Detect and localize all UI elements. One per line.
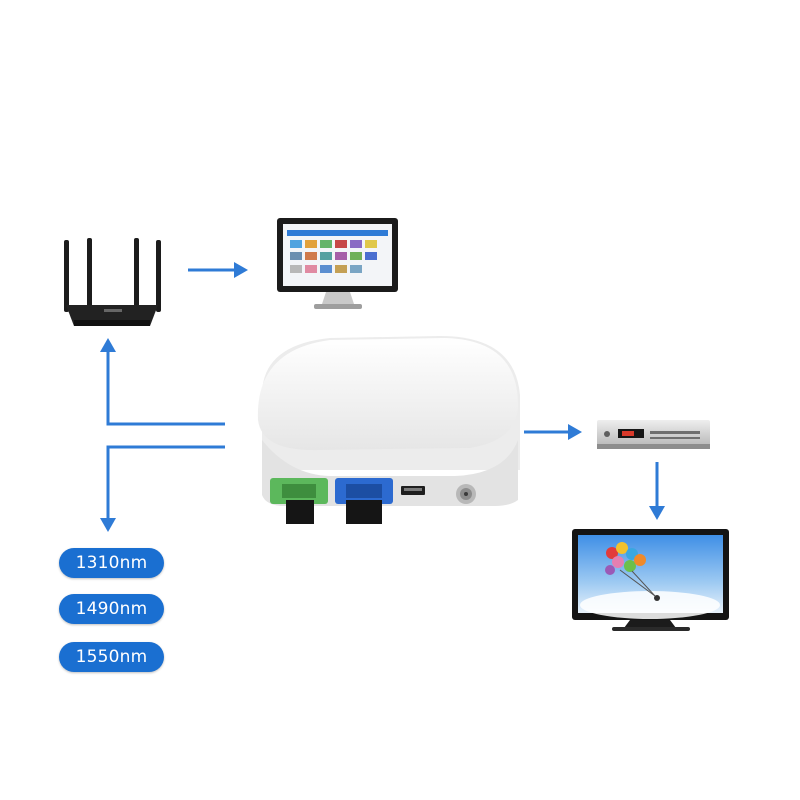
arrow-router-to-monitor	[188, 262, 248, 278]
wavelength-badge-1550: 1550nm	[59, 642, 164, 672]
arrow-set-top-box-to-tv	[649, 462, 665, 520]
arrow-to-wavelengths	[100, 445, 225, 532]
arrow-to-router	[100, 338, 225, 426]
wifi-router-icon	[64, 238, 161, 326]
connection-arrows	[100, 262, 665, 532]
wavelength-badge-1310: 1310nm	[59, 548, 164, 578]
onu-device-icon	[257, 336, 520, 524]
set-top-box-icon	[597, 420, 710, 449]
desktop-monitor-icon	[277, 218, 398, 309]
television-icon	[572, 529, 729, 631]
wavelength-badge-1490: 1490nm	[59, 594, 164, 624]
arrow-onu-to-set-top-box	[524, 424, 582, 440]
